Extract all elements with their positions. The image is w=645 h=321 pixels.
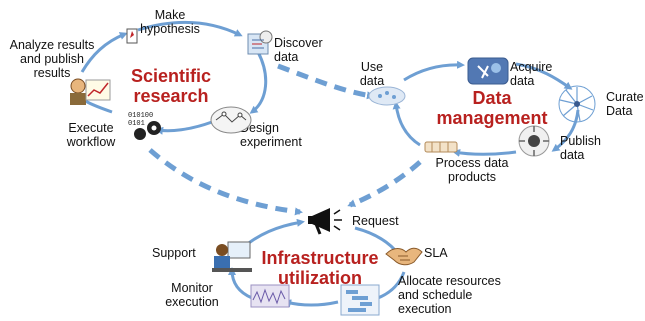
label-line: Allocate resources <box>398 274 501 288</box>
label-line: data <box>510 74 535 88</box>
monitor-graph-icon <box>250 284 290 308</box>
label-line: execution <box>165 295 219 309</box>
label-line: and schedule <box>398 288 473 302</box>
hub-line: management <box>436 108 548 128</box>
analyze-results-icon <box>70 78 111 105</box>
label-line: experiment <box>240 135 302 149</box>
label-line: data <box>274 50 299 64</box>
label-line: Data <box>606 104 633 118</box>
support-desk-icon <box>212 241 252 272</box>
label-line: and publish <box>20 52 84 66</box>
hub-scientific-research: Scientific research <box>128 66 214 106</box>
label-line: Publish <box>560 134 601 148</box>
label-curate-data: Curate Data <box>606 90 644 118</box>
hub-line: Infrastructure <box>261 248 379 268</box>
label-line: workflow <box>66 135 116 149</box>
hub-data-management: Data management <box>432 88 552 128</box>
label-discover-data: Discover data <box>274 36 323 64</box>
label-line: data <box>560 148 585 162</box>
lightbulb-icon <box>126 28 138 44</box>
dashed-connectors <box>148 63 422 216</box>
label-use-data: Use data <box>352 60 392 88</box>
label-line: hypothesis <box>140 22 200 36</box>
label-line: Monitor <box>171 281 213 295</box>
label-request: Request <box>352 214 399 228</box>
megaphone-icon <box>308 208 342 235</box>
hub-line: Scientific <box>130 66 212 86</box>
label-line: results <box>33 66 71 80</box>
science-cycle <box>74 20 268 135</box>
label-line: execution <box>398 302 452 316</box>
label-line: Acquire <box>510 60 553 74</box>
label-acquire-data: Acquire data <box>510 60 552 88</box>
hub-line: Data <box>472 88 512 108</box>
label-line: Make <box>154 8 186 22</box>
use-data-icon <box>368 86 406 106</box>
label-analyze-results: Analyze results and publish results <box>0 38 104 80</box>
data-cycle <box>392 60 580 157</box>
label-execute-workflow: Execute workflow <box>54 121 128 149</box>
label-line: products <box>448 170 496 184</box>
acquire-data-icon <box>467 57 509 85</box>
schedule-chart-icon <box>340 284 380 316</box>
label-allocate-resources: Allocate resources and schedule executio… <box>398 274 501 316</box>
label-support: Support <box>152 246 196 260</box>
workflow-gears-icon: 010100 0101 <box>126 110 161 140</box>
hub-infrastructure-utilization: Infrastructure utilization <box>260 248 380 288</box>
handshake-icon <box>385 247 423 266</box>
label-process-data-products: Process data products <box>432 156 512 184</box>
label-line: Analyze results <box>9 38 95 52</box>
label-monitor-execution: Monitor execution <box>160 281 224 309</box>
label-make-hypothesis: Make hypothesis <box>130 8 210 36</box>
svg-text:010100: 010100 <box>128 112 153 120</box>
label-publish-data: Publish data <box>560 134 601 162</box>
hub-line: utilization <box>278 268 362 288</box>
curate-data-icon <box>558 85 596 123</box>
search-data-icon <box>247 30 273 55</box>
svg-text:0101: 0101 <box>128 120 145 128</box>
label-line: data <box>359 74 385 88</box>
experiment-design-icon <box>210 106 252 134</box>
label-line: Process data <box>435 156 509 170</box>
process-data-icon <box>424 141 458 153</box>
label-line: Execute <box>68 121 114 135</box>
label-line: Curate <box>606 90 644 104</box>
hub-line: research <box>133 86 209 106</box>
publish-data-icon <box>518 125 550 157</box>
label-sla: SLA <box>424 246 448 260</box>
label-line: Discover <box>274 36 323 50</box>
label-line: Use <box>360 60 384 74</box>
